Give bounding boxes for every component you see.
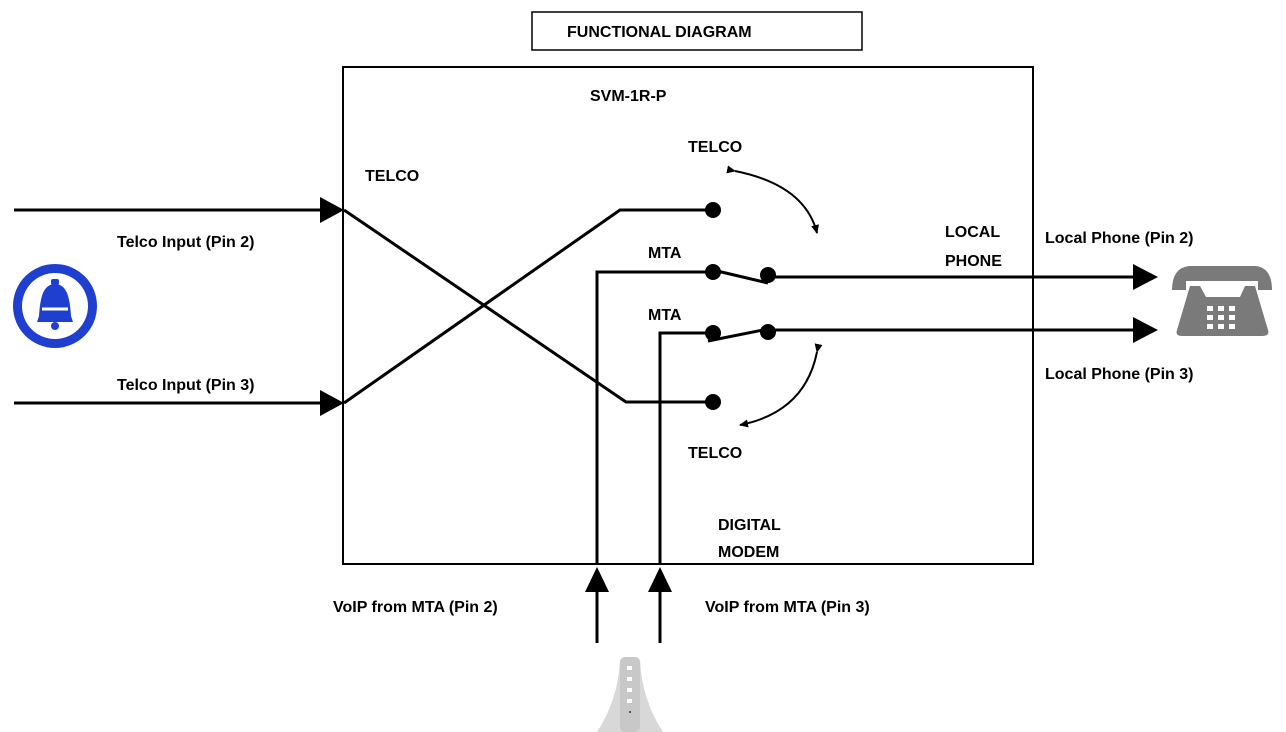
mta-wire-pin2 — [595, 270, 713, 564]
voip-pin2-arrow — [585, 567, 609, 592]
device-name: SVM-1R-P — [590, 88, 667, 105]
telco-input-pin2-arrow — [320, 197, 344, 223]
modem-icon — [597, 657, 663, 732]
telco-label-top: TELCO — [688, 139, 742, 156]
diagram-title: FUNCTIONAL DIAGRAM — [567, 24, 752, 41]
telco-contact-bottom — [705, 394, 721, 410]
digital-modem-label-line1: DIGITAL — [718, 517, 781, 534]
local-phone-label-line1: LOCAL — [945, 224, 1000, 241]
telco-contact-top — [705, 202, 721, 218]
voip-pin3-label: VoIP from MTA (Pin 3) — [705, 599, 870, 616]
local-phone-pin2-label: Local Phone (Pin 2) — [1045, 230, 1193, 247]
local-phone-label-line2: PHONE — [945, 253, 1002, 270]
digital-modem-label-line2: MODEM — [718, 544, 779, 561]
cross-wire-pin2 — [343, 208, 713, 404]
switch-blade-top — [712, 268, 769, 285]
cross-wire-pin3 — [343, 208, 713, 405]
switch-blade-bottom — [707, 327, 769, 343]
switch-motion-arrow-top — [726, 165, 819, 234]
telco-input-pin3-arrow — [320, 390, 344, 416]
voip-pin3-arrow — [648, 567, 672, 592]
common-contact-bottom — [760, 324, 776, 340]
device-box — [342, 66, 1034, 565]
local-phone-pin2-arrow — [1133, 264, 1158, 290]
common-contact-top — [760, 267, 776, 283]
mta-label-top: MTA — [648, 245, 682, 262]
mta-label-bottom: MTA — [648, 307, 682, 324]
bell-icon — [13, 264, 97, 348]
local-phone-pin3-arrow — [1133, 317, 1158, 343]
switch-motion-arrow-bottom — [739, 343, 823, 428]
voip-pin2-label: VoIP from MTA (Pin 2) — [333, 599, 498, 616]
telco-input-pin3-label: Telco Input (Pin 3) — [117, 377, 254, 394]
telco-label-bottom: TELCO — [688, 445, 742, 462]
telephone-icon — [1172, 266, 1272, 336]
telco-input-pin2-label: Telco Input (Pin 2) — [117, 234, 254, 251]
mta-wire-pin3 — [658, 331, 713, 564]
local-phone-pin3-label: Local Phone (Pin 3) — [1045, 366, 1193, 383]
title-box — [531, 11, 863, 51]
telco-label-left: TELCO — [365, 168, 419, 185]
